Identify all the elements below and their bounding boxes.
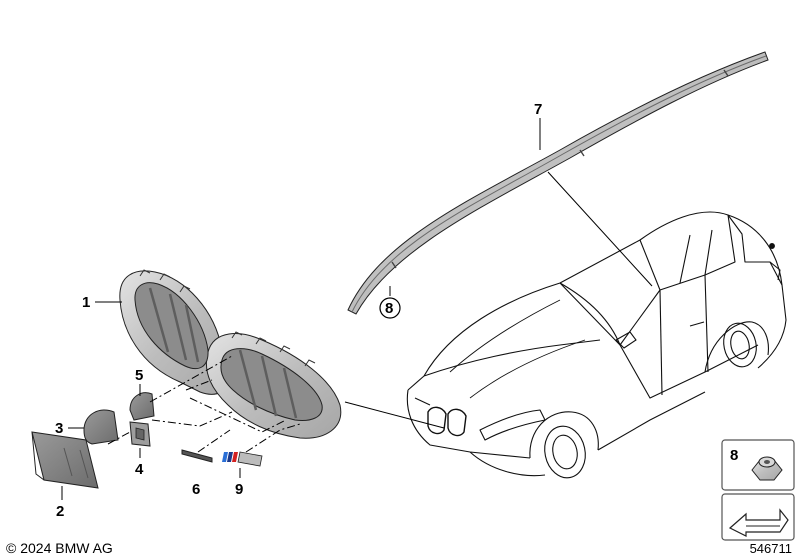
emblem-strip-part xyxy=(181,449,213,463)
inset-part-8-label: 8 xyxy=(730,447,738,464)
callout-9: 9 xyxy=(235,481,243,498)
callout-8-circle xyxy=(379,297,401,319)
nut-icon xyxy=(751,456,783,481)
callout-7: 7 xyxy=(534,101,542,118)
cap-part xyxy=(83,409,119,445)
cap-upper-part xyxy=(129,392,155,421)
kidney-grille-part xyxy=(119,269,342,439)
inset-part-8: 8 xyxy=(721,439,795,491)
leader-lines xyxy=(61,118,653,500)
cover-panel-part xyxy=(31,431,99,489)
arrow-icon xyxy=(728,508,789,537)
car-outline xyxy=(406,211,787,479)
callout-6: 6 xyxy=(192,481,200,498)
m-emblem-part xyxy=(222,451,263,467)
bracket-part xyxy=(129,421,151,447)
roof-rail-part xyxy=(347,51,769,315)
callout-1: 1 xyxy=(82,294,90,311)
callout-labels: 1 3 2 5 4 6 9 7 8 xyxy=(55,101,542,520)
copyright-text: © 2024 BMW AG xyxy=(6,540,113,556)
callout-3: 3 xyxy=(55,420,63,437)
callout-5: 5 xyxy=(135,367,143,384)
inset-view-direction xyxy=(721,493,795,541)
callout-4: 4 xyxy=(135,461,144,478)
callout-2: 2 xyxy=(56,503,64,520)
reference-number: 546711 xyxy=(749,541,792,556)
callout-8: 8 xyxy=(385,300,393,317)
